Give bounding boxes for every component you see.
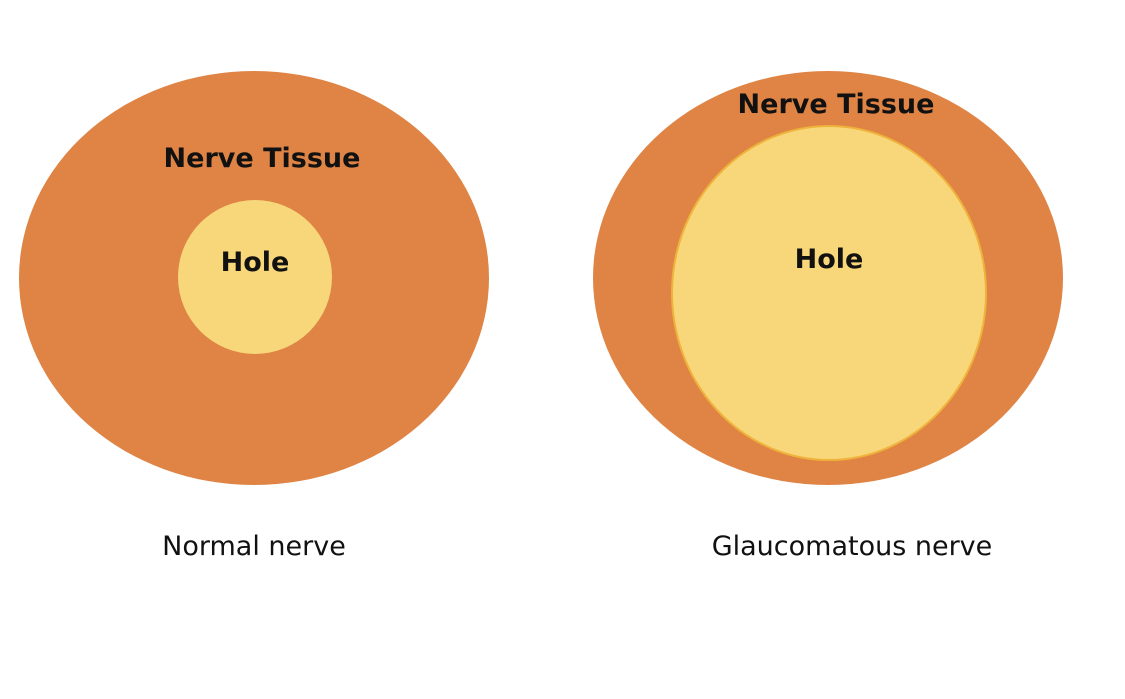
normal-nerve-hole-label: Hole: [221, 247, 290, 278]
glaucomatous-nerve-group: Nerve Tissue Hole Glaucomatous nerve: [593, 71, 1063, 562]
normal-nerve-group: Nerve Tissue Hole Normal nerve: [19, 71, 489, 562]
normal-nerve-hole-circle: [178, 200, 332, 354]
normal-nerve-caption: Normal nerve: [162, 531, 346, 562]
glaucomatous-nerve-hole-label: Hole: [795, 244, 864, 275]
glaucomatous-nerve-hole-ellipse: [671, 125, 987, 461]
glaucomatous-nerve-tissue-label: Nerve Tissue: [738, 89, 935, 120]
glaucomatous-nerve-caption: Glaucomatous nerve: [712, 531, 993, 562]
normal-nerve-tissue-label: Nerve Tissue: [164, 143, 361, 174]
